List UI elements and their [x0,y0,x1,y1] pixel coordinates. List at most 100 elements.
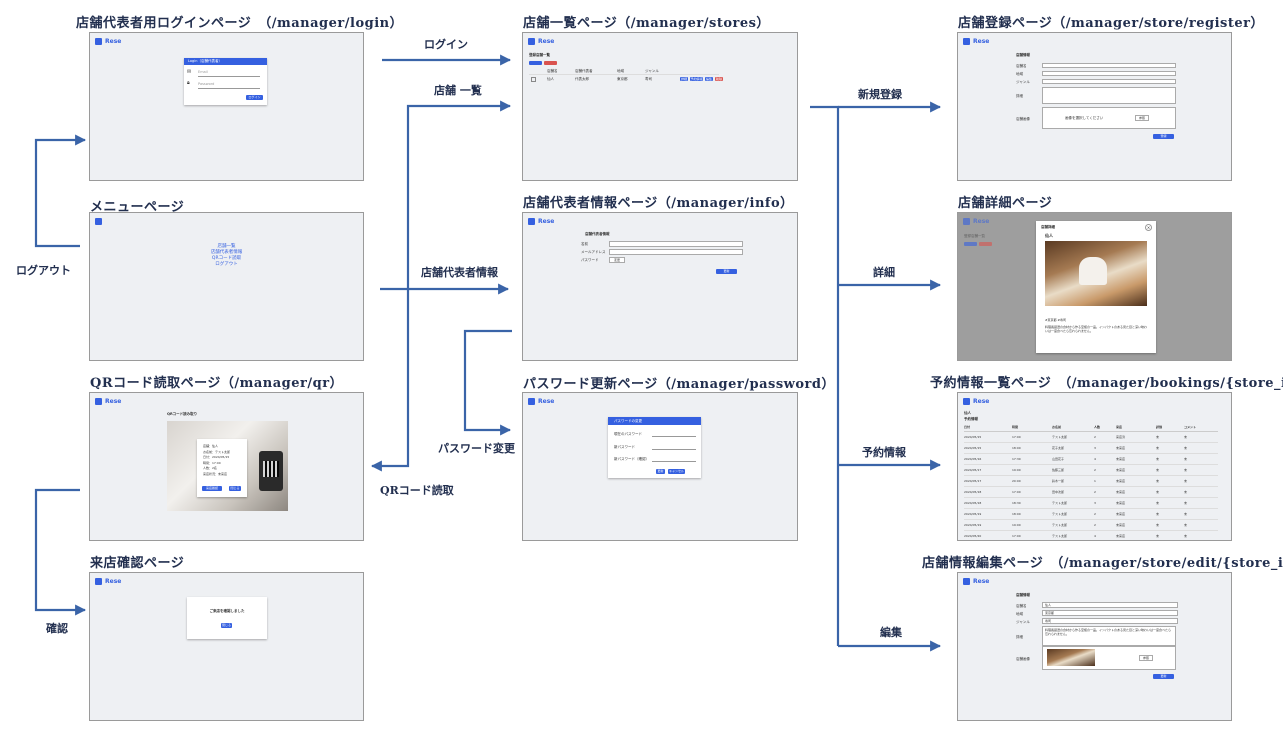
password-cancel-button[interactable]: キャンセル [668,469,685,474]
table-cell: テスト太郎 [1052,534,1068,538]
table-cell: 2024/05/20 [964,534,982,538]
store-edit-button[interactable]: 編集 [705,77,713,81]
login-password-field[interactable]: Password [198,82,215,86]
menu-close-icon[interactable] [95,218,102,225]
edit-area-select[interactable]: 東京都 [1042,610,1178,616]
table-cell: 3 [1094,446,1096,450]
table-cell: 2024/05/17 [964,479,982,483]
rese-logo: Rese [963,38,989,45]
table-cell: 未 [1156,501,1160,505]
info-heading: 店舗代表者情報 [585,232,610,236]
table-cell: 19:00 [1012,523,1021,527]
thumb-register: Rese 店舗情報 店舗名 地域 ジャンル 詳細 店舗画像 画像を選択してくださ… [957,32,1232,181]
table-cell: 2024/05/17 [964,468,982,472]
table-cell: 未来店 [1116,523,1126,527]
title-menu: メニューページ [90,200,185,215]
table-cell: 未 [1156,523,1160,527]
table-cell: テスト太郎 [1052,435,1068,439]
edge-label-register: 新規登録 [858,88,902,101]
info-password-change-button[interactable]: 変更 [609,257,625,263]
table-cell: 未 [1156,534,1160,538]
bookings-store-name: 仙人 [964,411,971,415]
title-bookings: 予約情報一覧ページ （/manager/bookings/{store_id}） [930,376,1283,391]
table-cell: 2024/05/15 [964,435,982,439]
login-card-header: Login（店舗代表者） [184,58,267,65]
info-update-button[interactable]: 更新 [716,269,737,274]
menu-item-info[interactable]: 店舗代表者情報 [210,250,243,255]
thumb-edit: Rese 店舗情報 店舗名 仙人 地域 東京都 ジャンル 寿司 詳細 料理長厳選… [957,572,1232,721]
qr-heading: QRコード読み取り [167,412,198,416]
table-cell: 未 [1156,446,1160,450]
table-cell: 未来店 [1116,512,1126,516]
table-cell: 未 [1184,435,1188,439]
thumb-stores: Rese 登録店舗一覧 店舗名 店舗代表者 地域 ジャンル 仙人 代表太郎 東京… [522,32,798,181]
row-checkbox[interactable] [531,77,536,82]
arrow-confirm [34,488,87,616]
edge-label-confirm: 確認 [46,622,68,635]
new-store-button[interactable] [529,61,542,65]
table-cell: 2024/05/15 [964,446,982,450]
menu-list: 店舗一覧 店舗代表者情報 QRコード読取 ログアウト [90,244,363,268]
table-cell: 未 [1184,512,1188,516]
visit-close-button[interactable]: 閉じる [221,623,232,628]
menu-item-stores[interactable]: 店舗一覧 [217,244,236,249]
edit-browse-button[interactable]: 参照 [1139,655,1153,661]
register-name-field[interactable] [1042,63,1176,68]
title-stores: 店舗一覧ページ（/manager/stores） [523,16,770,31]
table-cell: 2 [1094,512,1096,516]
table-cell: 17:30 [1012,457,1021,461]
new-password-field[interactable] [652,449,696,450]
edge-label-qr: QRコード読取 [380,484,454,497]
register-submit-button[interactable]: 登録 [1153,134,1174,139]
store-bookings-button[interactable]: 予約情報 [690,77,703,81]
store-delete-button[interactable]: 削除 [715,77,723,81]
table-cell: 未 [1184,523,1188,527]
edge-label-info: 店舗代表者情報 [421,266,498,279]
bulk-delete-button[interactable] [544,61,557,65]
table-cell: 18:00 [1012,446,1021,450]
register-browse-button[interactable]: 参照 [1135,115,1149,121]
rese-logo: Rese [95,578,121,585]
current-password-field[interactable] [652,436,696,437]
table-cell: 未来店 [1116,490,1126,494]
camera-view: 店舗：仙人 お名前：テスト太郎 日付：2024/05/15 時間：17:00 人… [167,421,288,511]
edit-detail-textarea[interactable]: 料理長厳選の食材から作る至極の一品。インパクトのある見た目と深い味わいは一度食べ… [1042,626,1176,646]
login-button[interactable]: ログイン [246,95,263,100]
register-detail-textarea[interactable] [1042,87,1176,104]
arrow-to-qr [370,289,410,472]
login-email-field[interactable]: Email [198,70,208,74]
visit-message: ご来店を確認しました [209,609,245,613]
table-cell: 未 [1184,468,1188,472]
table-cell: 17:00 [1012,435,1021,439]
info-name-field[interactable] [609,241,743,247]
info-email-field[interactable] [609,249,743,255]
edge-label-bookings: 予約情報 [862,446,906,459]
visit-confirm-card: ご来店を確認しました 閉じる [187,597,267,639]
password-update-button[interactable]: 更新 [656,469,665,474]
register-genre-select[interactable] [1042,79,1176,84]
edit-genre-select[interactable]: 寿司 [1042,618,1178,624]
visit-confirm-button[interactable]: 来店確認 [202,486,222,491]
rese-logo: Rese [95,398,121,405]
register-area-select[interactable] [1042,71,1176,76]
rese-logo: Rese [528,218,554,225]
table-cell: 未 [1156,435,1160,439]
mail-icon: ✉ [187,69,192,75]
table-cell: 鈴木一郎 [1052,479,1065,483]
edit-name-field[interactable]: 仙人 [1042,602,1178,608]
qr-close-button[interactable]: 閉じる [229,486,241,491]
table-cell: 2024/05/18 [964,490,982,494]
confirm-password-field[interactable] [652,461,696,462]
title-visit: 来店確認ページ [90,556,185,571]
close-icon[interactable]: × [1145,224,1152,231]
store-detail-button[interactable]: 詳細 [680,77,688,81]
menu-item-logout[interactable]: ログアウト [215,262,238,267]
edit-submit-button[interactable]: 更新 [1153,674,1174,679]
table-cell: 20:00 [1012,479,1021,483]
menu-item-qr[interactable]: QRコード読取 [211,256,242,261]
